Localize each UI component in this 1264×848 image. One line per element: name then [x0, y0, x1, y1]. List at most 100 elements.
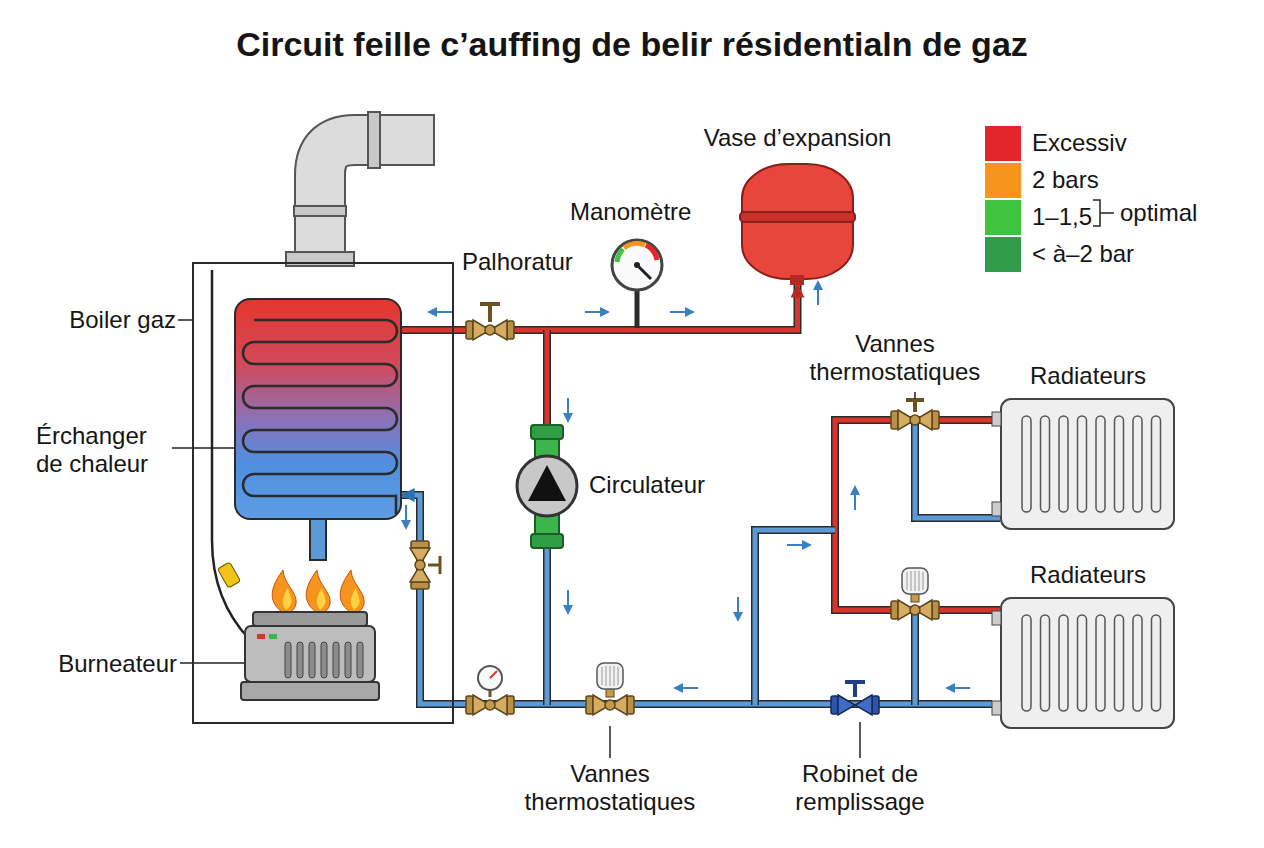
fill-valve	[831, 682, 879, 715]
component-label: Boiler gaz	[69, 306, 176, 334]
flow-arrows-part	[950, 687, 970, 689]
pressure-gauge-part	[635, 289, 640, 328]
burner-unit-outline-part	[253, 612, 367, 626]
burner-unit-outline-part	[257, 634, 265, 639]
burner-flames-part	[283, 588, 292, 610]
flow-arrows-part	[405, 505, 407, 525]
legend-swatch	[985, 237, 1021, 272]
purge-valve	[466, 304, 514, 340]
burner-flames-part	[351, 588, 360, 610]
radiator-valve-bottom	[891, 568, 939, 620]
radiator-outline-part	[1059, 615, 1068, 711]
legend-row: 1–1,5	[985, 199, 1235, 236]
circulator-pump-outline-part	[528, 465, 566, 501]
pressure-gauge-part	[624, 243, 645, 248]
purge-valve-part	[480, 304, 500, 322]
burner-flames-part	[306, 570, 330, 613]
legend-note: optimal	[1120, 199, 1197, 227]
drain-valve-part	[410, 541, 430, 589]
radiator-outline-part	[992, 412, 1001, 426]
legend-text: Excessiv	[1032, 129, 1127, 157]
return-gauge-valve-part	[478, 666, 502, 690]
radiator-valve-bottom-part	[902, 568, 928, 602]
component-label: Circulateur	[589, 471, 705, 499]
radiator-valve-top	[891, 400, 939, 430]
burner-unit-outline-part	[285, 642, 291, 678]
burner-unit-outline-part	[297, 642, 303, 678]
expansion-vessel-outline	[740, 160, 855, 285]
radiator-outline-part	[1115, 416, 1124, 512]
expansion-vessel-outline-part	[790, 275, 804, 285]
pipe	[402, 285, 798, 330]
flue-chimney-part	[294, 206, 346, 216]
return-pipes-part	[547, 420, 1000, 705]
return-gauge-valve-part	[466, 695, 514, 715]
return-pipes-part	[310, 518, 326, 560]
expansion-vessel: Vase d’expansion	[740, 160, 855, 285]
leader-lines-part	[914, 392, 916, 399]
component-label: Érchanger de chaleur	[36, 422, 168, 479]
diagram-title: Circuit feille c’auffing de belir réside…	[0, 24, 1264, 64]
legend: Excessiv2 bars1–1,5< à–2 bar	[985, 125, 1235, 275]
burner-unit-outline-part	[345, 642, 351, 678]
radiator-outline-part	[1152, 615, 1161, 711]
hot-pipes-part	[543, 330, 551, 425]
legend-bracket-part	[1100, 212, 1114, 214]
flow-arrows-part	[432, 311, 452, 313]
circulator-pump-outline	[515, 425, 579, 548]
radiator-outline-part	[992, 611, 1001, 625]
flue-chimney-part	[368, 112, 380, 168]
fill-valve-part	[831, 695, 879, 715]
control-wire-part	[217, 562, 240, 588]
radiator-outline-part	[1096, 416, 1105, 512]
circulator-pump: Circulateur	[515, 425, 579, 548]
flow-arrows-part	[585, 311, 605, 313]
flow-arrows-part	[787, 544, 807, 546]
radiator-outline-part	[1133, 416, 1142, 512]
part-label: Vannes thermostatiques	[785, 330, 1005, 387]
legend-text: < à–2 bar	[1032, 240, 1134, 268]
burner-flames-part	[272, 570, 296, 613]
pipe-connector	[402, 285, 798, 330]
radiator-outline	[1000, 597, 1175, 729]
drain-valve-part	[428, 556, 440, 574]
fill-valve-part	[845, 682, 865, 697]
radiator-outline-part	[1001, 399, 1174, 529]
radiator-outline-part	[1022, 416, 1031, 512]
leader-lines-part	[172, 447, 234, 449]
pressure-gauge-part	[617, 249, 623, 262]
burner-unit-outline-part	[321, 642, 327, 678]
radiator-outline-part	[1059, 416, 1068, 512]
thermostatic-valve-part	[597, 663, 623, 697]
burner-unit-outline-part	[333, 642, 339, 678]
boiler-housing: Boiler gazÉrchanger de chaleurBurneateur	[192, 262, 454, 724]
flow-arrows-part	[678, 687, 698, 689]
legend-swatch	[985, 200, 1021, 235]
heat-exchanger-outline	[236, 300, 404, 522]
radiator-valve-top-part	[906, 400, 924, 412]
component-label: Vase d’expansion	[704, 124, 892, 152]
burner-unit: Burneateur	[245, 612, 375, 702]
thermostatic-valve-part	[586, 695, 634, 715]
legend-text: 1–1,5	[1032, 203, 1092, 231]
legend-row: Excessiv	[985, 125, 1235, 162]
radiator-outline-part	[1022, 615, 1031, 711]
leader-lines-part	[859, 722, 861, 758]
radiator-outline-part	[1096, 615, 1105, 711]
legend-swatch	[985, 163, 1021, 198]
radiator-outline-part	[1078, 416, 1087, 512]
legend-row: < à–2 bar	[985, 236, 1235, 273]
radiator-outline-part	[1078, 615, 1087, 711]
purge-valve-part	[466, 320, 514, 340]
radiator: Radiateurs	[1000, 398, 1175, 530]
circulator-pump-outline-part	[531, 425, 563, 439]
leader-lines	[172, 320, 915, 758]
radiator-outline-part	[992, 701, 1001, 715]
return-pipes	[310, 420, 1000, 705]
radiator-valve-bottom-part	[891, 600, 939, 620]
leader-lines-part	[178, 319, 192, 321]
radiator-outline-part	[1001, 598, 1174, 728]
burner-unit-outline-part	[245, 626, 375, 682]
